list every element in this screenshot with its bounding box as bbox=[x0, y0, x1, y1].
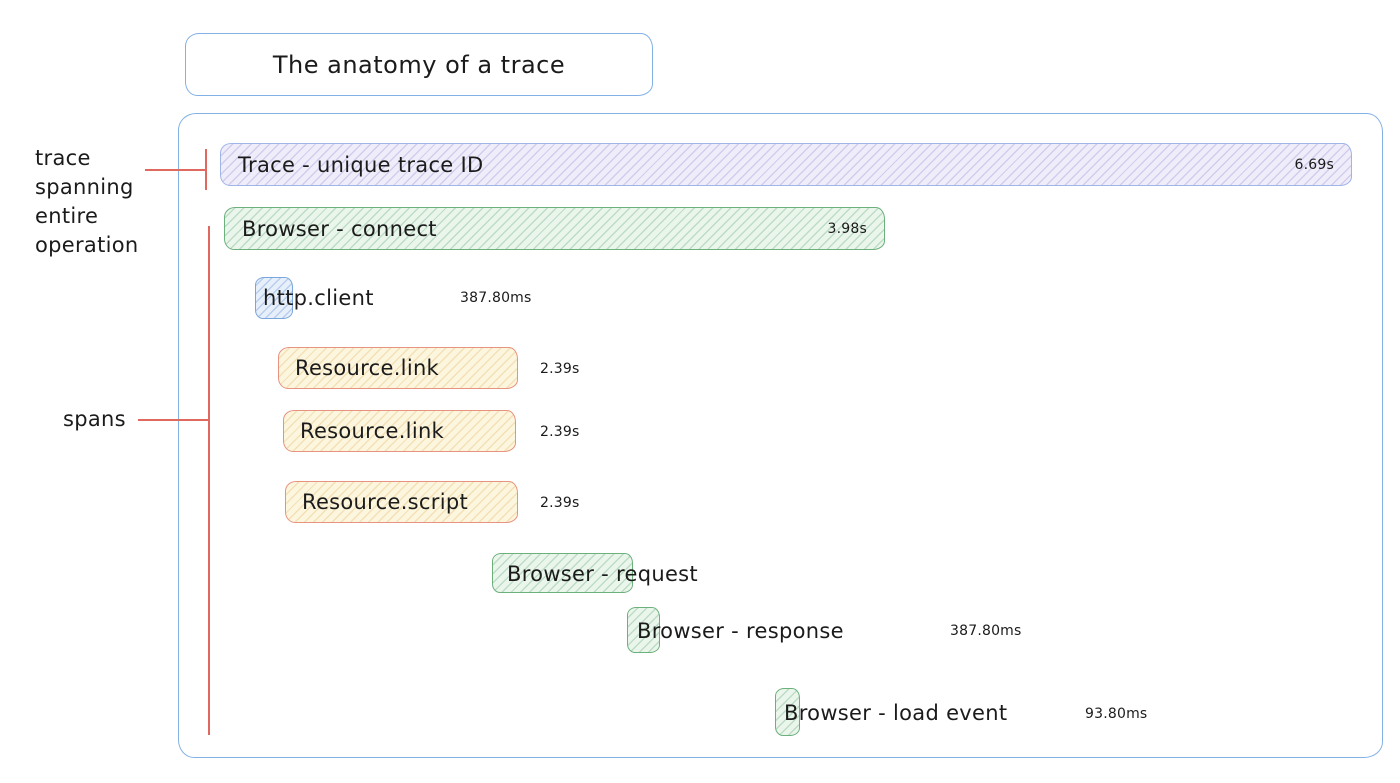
trace-pointer-tick bbox=[205, 149, 207, 190]
span-duration: 387.80ms bbox=[950, 623, 1022, 639]
trace-diagram-frame bbox=[178, 113, 1383, 758]
span-duration: 2.39s bbox=[540, 424, 580, 440]
span-bar-http-client bbox=[255, 277, 293, 319]
span-bar-browser-connect: Browser - connect 3.98s bbox=[224, 207, 885, 250]
span-label: Resource.link bbox=[295, 356, 440, 380]
span-label: Browser - request bbox=[507, 562, 698, 586]
span-bar-browser-request bbox=[492, 553, 633, 593]
trace-annotation-line: operation bbox=[35, 233, 139, 257]
trace-annotation-line: spanning bbox=[35, 175, 134, 199]
span-label: Resource.link bbox=[300, 419, 445, 443]
spans-annotation-label: spans bbox=[63, 407, 126, 431]
spans-annotation: spans bbox=[63, 405, 126, 434]
span-duration: 6.69s bbox=[1294, 156, 1334, 173]
span-label: Browser - load event bbox=[784, 701, 1008, 725]
span-label: Browser - response bbox=[637, 619, 844, 643]
span-duration: 93.80ms bbox=[1085, 706, 1148, 722]
span-label: Trace - unique trace ID bbox=[238, 152, 484, 177]
trace-annotation-line: entire bbox=[35, 204, 99, 228]
trace-annotation: trace spanning entire operation bbox=[35, 144, 139, 260]
span-label: Browser - connect bbox=[242, 216, 437, 241]
spans-bracket-line bbox=[208, 226, 210, 735]
span-bar-trace: Trace - unique trace ID 6.69s bbox=[220, 143, 1352, 186]
span-label: Resource.script bbox=[302, 490, 468, 514]
span-bar-resource-script: Resource.script bbox=[285, 481, 518, 523]
spans-pointer-line bbox=[138, 419, 210, 421]
title-box: The anatomy of a trace bbox=[185, 33, 653, 96]
span-duration: 2.39s bbox=[540, 361, 580, 377]
span-bar-resource-link: Resource.link bbox=[278, 347, 518, 389]
span-bar-browser-response bbox=[627, 607, 660, 653]
trace-pointer-line bbox=[145, 169, 206, 171]
diagram-title: The anatomy of a trace bbox=[272, 50, 566, 79]
span-duration: 3.98s bbox=[827, 220, 867, 237]
span-label: http.client bbox=[263, 286, 374, 310]
span-bar-resource-link: Resource.link bbox=[283, 410, 516, 452]
span-bar-browser-load-event bbox=[775, 688, 800, 736]
trace-annotation-line: trace bbox=[35, 146, 91, 170]
span-duration: 2.39s bbox=[540, 495, 580, 511]
span-duration: 387.80ms bbox=[460, 290, 532, 306]
